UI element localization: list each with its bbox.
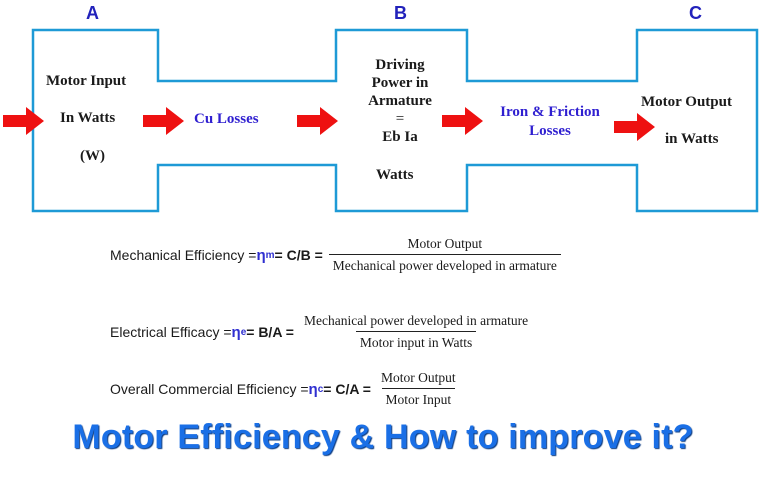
fraction-numerator: Motor Output: [381, 370, 456, 385]
fraction-numerator: Mechanical power developed in armature: [303, 313, 529, 328]
fraction-denominator: Motor Input: [381, 388, 456, 408]
eta-symbol: η: [256, 246, 266, 264]
cu-losses-label: Cu Losses: [194, 111, 259, 127]
fraction-numerator: Motor Output: [407, 236, 483, 251]
formula-fraction: Motor Output Mechanical power developed …: [328, 236, 561, 274]
armature-watts: Watts: [376, 167, 414, 183]
armature-line2: Power in: [371, 75, 429, 91]
label-b: B: [394, 3, 407, 23]
arrow-input: [3, 107, 44, 135]
arrow-to-output: [614, 113, 655, 141]
armature-line5: Eb Ia: [382, 129, 418, 145]
label-c: C: [689, 3, 702, 23]
fraction-denominator: Motor input in Watts: [355, 331, 477, 351]
motor-input-line1: Motor Input: [46, 73, 127, 89]
formula-label: Electrical Efficacy =: [110, 324, 232, 340]
armature-block-text: Driving Power in Armature = Eb Ia: [355, 56, 445, 146]
eta-symbol: η: [231, 323, 241, 341]
formula-fraction: Mechanical power developed in armature M…: [300, 313, 532, 351]
arrow-to-iron-losses: [442, 107, 483, 135]
eta-subscript: c: [317, 383, 324, 395]
formula-label: Overall Commercial Efficiency =: [110, 381, 309, 397]
label-a: A: [86, 3, 99, 23]
eta-symbol: η: [308, 380, 318, 398]
armature-line4: =: [395, 111, 405, 127]
eta-subscript: m: [265, 249, 275, 261]
eta-subscript: e: [240, 326, 247, 338]
motor-output-line2: in Watts: [665, 131, 719, 147]
motor-input-line2: In Watts: [60, 110, 116, 126]
motor-output-line1: Motor Output: [641, 94, 732, 110]
power-flow-outline: [31, 28, 759, 213]
power-flow-diagram: A B C Motor Input In Watts (W) Cu Losses…: [0, 0, 766, 230]
page-title: Motor Efficiency & How to improve it?: [72, 418, 694, 456]
formula-ratio: = C/A =: [323, 381, 371, 397]
iron-losses-line2: Losses: [529, 123, 571, 139]
formula-fraction: Motor Output Motor Input: [377, 370, 460, 408]
arrow-to-armature: [297, 107, 338, 135]
formula-label: Mechanical Efficiency =: [110, 247, 257, 263]
iron-losses-line1: Iron & Friction: [500, 104, 600, 120]
iron-friction-losses: Iron & Friction Losses: [490, 103, 610, 141]
diagram-shapes: [3, 28, 759, 213]
armature-line1: Driving: [375, 57, 425, 73]
fraction-denominator: Mechanical power developed in armature: [328, 254, 561, 274]
motor-input-line3: (W): [80, 148, 105, 164]
arrow-to-cu-losses: [143, 107, 184, 135]
armature-line3: Armature: [368, 93, 432, 109]
formula-ratio: = B/A =: [246, 324, 294, 340]
formula-ratio: = C/B =: [274, 247, 323, 263]
